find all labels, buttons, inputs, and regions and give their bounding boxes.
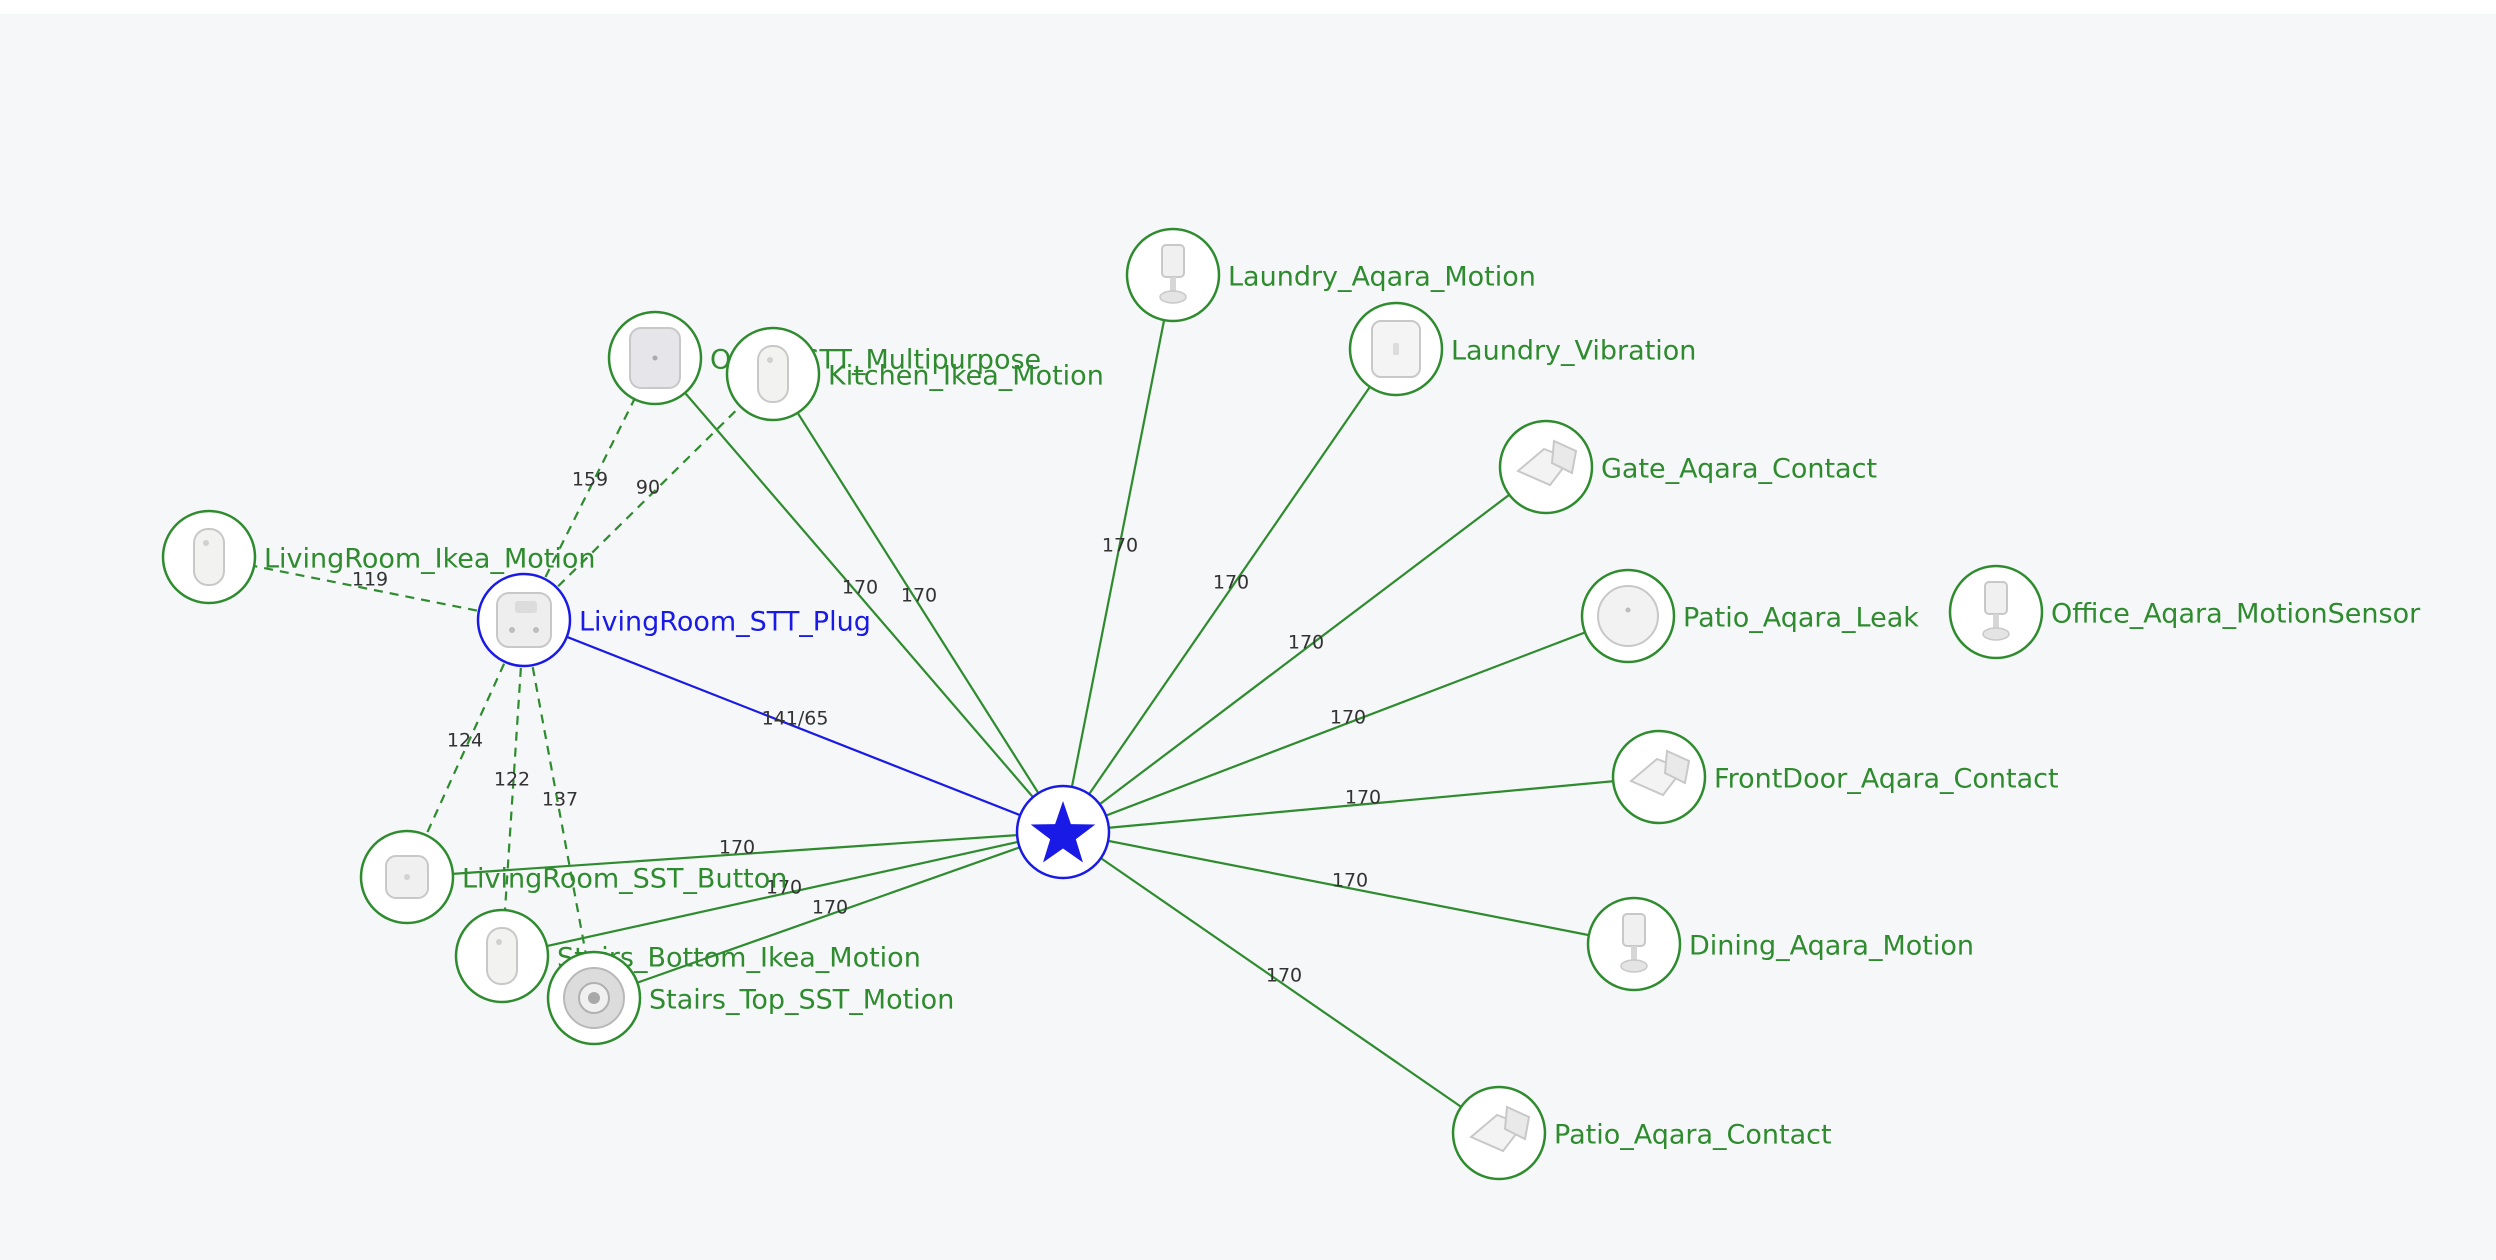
edge-label: 170: [1345, 787, 1381, 809]
smart-plug-icon: [496, 592, 552, 648]
ikea-motion-sensor-icon: [486, 927, 518, 985]
edge-living_room_stt_plug-livingroom_ikea_motion: [208, 555, 525, 622]
vibration-sensor-icon: [1371, 320, 1421, 378]
edge-hub-stairs_top_sst_motion: [593, 830, 1064, 1000]
node-livingroom_ikea_motion[interactable]: LivingRoom_Ikea_Motion: [161, 509, 596, 605]
edge-hub-gate_aqara_contact: [1062, 466, 1547, 833]
node-label: Gate_Aqara_Contact: [1601, 454, 1877, 485]
node-stairs_top_sst_motion[interactable]: Stairs_Top_SST_Motion: [546, 950, 954, 1046]
multipurpose-sensor-icon: [629, 327, 681, 389]
node-label: Laundry_Vibration: [1451, 336, 1696, 367]
edge-hub-patio_aqara_contact: [1062, 831, 1500, 1134]
edge-labels-layer: 141/65 170 170 170 170 170 170 170 170 170 170 170 1…: [352, 469, 1381, 987]
edge-label: 124: [447, 730, 483, 752]
node-label: Kitchen_Ikea_Motion: [828, 361, 1104, 392]
node-label: LivingRoom_Ikea_Motion: [264, 544, 596, 575]
edge-hub-office_stt_multipurpose: [654, 357, 1064, 833]
node-label: Laundry_Aqara_Motion: [1228, 262, 1536, 293]
edge-label: 137: [542, 789, 578, 811]
edge-hub-dining_aqara_motion: [1062, 830, 1635, 946]
edge-label: 170: [812, 897, 848, 919]
map-panel: [0, 14, 2496, 1260]
ikea-motion-sensor-icon: [193, 528, 225, 586]
edge-living_room_stt_plug-stairs_top_sst_motion: [522, 619, 596, 999]
node-frontdoor_aqara_contact[interactable]: FrontDoor_Aqara_Contact: [1611, 729, 2059, 825]
edge-label: 170: [1330, 707, 1366, 729]
edge-hub-livingroom_sst_button: [406, 830, 1064, 879]
aqara-motion-sensor-icon: [1620, 913, 1648, 973]
edge-hub-living_room_stt_plug: [523, 618, 1064, 834]
edge-hub-laundry_aqara_motion: [1061, 274, 1175, 833]
nodes-layer: LivingRoom_STT_PlugOffice_STT_Multipurpo…: [161, 227, 2421, 1181]
edge-label: 170: [901, 585, 937, 607]
edge-hub-stairs_bottom_ikea_motion: [501, 830, 1064, 958]
edge-living_room_stt_plug-stairs_bottom_ikea_motion: [500, 619, 526, 957]
edges-layer: [208, 274, 1660, 1134]
node-laundry_vibration[interactable]: Laundry_Vibration: [1348, 301, 1696, 397]
node-gate_aqara_contact[interactable]: Gate_Aqara_Contact: [1498, 419, 1877, 515]
node-label: Patio_Aqara_Contact: [1554, 1120, 1832, 1151]
node-label: Dining_Aqara_Motion: [1689, 931, 1974, 962]
edge-label: 141/65: [762, 708, 829, 730]
edge-label: 170: [1102, 535, 1138, 557]
contact-sensor-icon: [1516, 439, 1578, 487]
button-icon: [385, 855, 429, 899]
edge-label: 170: [1266, 965, 1302, 987]
edge-label: 170: [842, 577, 878, 599]
node-livingroom_sst_button[interactable]: LivingRoom_SST_Button: [359, 829, 787, 925]
node-laundry_aqara_motion[interactable]: Laundry_Aqara_Motion: [1125, 227, 1536, 323]
node-label: FrontDoor_Aqara_Contact: [1714, 764, 2059, 795]
node-label: Stairs_Top_SST_Motion: [649, 985, 954, 1016]
contact-sensor-icon: [1629, 749, 1691, 797]
node-dining_aqara_motion[interactable]: Dining_Aqara_Motion: [1586, 896, 1974, 992]
node-label: LivingRoom_SST_Button: [462, 864, 787, 895]
node-living_room_stt_plug[interactable]: LivingRoom_STT_Plug: [476, 572, 871, 668]
aqara-motion-sensor-icon: [1982, 581, 2010, 641]
star-icon: [1030, 801, 1096, 863]
aqara-motion-sensor-icon: [1159, 244, 1187, 304]
edge-label: 170: [1288, 632, 1324, 654]
node-stairs_bottom_ikea_motion[interactable]: Stairs_Bottom_Ikea_Motion: [454, 908, 921, 1004]
edge-living_room_stt_plug-office_stt_multipurpose: [523, 357, 656, 621]
edge-label: 159: [572, 469, 608, 491]
leak-sensor-icon: [1597, 585, 1659, 647]
node-kitchen_ikea_motion[interactable]: Kitchen_Ikea_Motion: [725, 326, 1104, 422]
edge-label: 90: [636, 477, 660, 499]
node-label: LivingRoom_STT_Plug: [579, 607, 871, 638]
edge-hub-frontdoor_aqara_contact: [1062, 775, 1660, 834]
contact-sensor-icon: [1469, 1105, 1531, 1153]
sst-motion-sensor-icon: [563, 967, 625, 1029]
node-patio_aqara_leak[interactable]: Patio_Aqara_Leak: [1580, 568, 1919, 664]
edge-label: 119: [352, 569, 388, 591]
node-label: Patio_Aqara_Leak: [1683, 603, 1919, 634]
node-patio_aqara_contact[interactable]: Patio_Aqara_Contact: [1451, 1085, 1832, 1181]
edge-hub-kitchen_ikea_motion: [772, 373, 1064, 833]
hub-node[interactable]: [1015, 784, 1111, 880]
edge-hub-laundry_vibration: [1062, 348, 1397, 833]
ikea-motion-sensor-icon: [757, 345, 789, 403]
edge-hub-patio_aqara_leak: [1062, 614, 1629, 834]
edge-label: 122: [494, 769, 530, 791]
edge-label: 170: [1213, 572, 1249, 594]
edge-label: 170: [719, 837, 755, 859]
edge-living_room_stt_plug-kitchen_ikea_motion: [523, 373, 774, 621]
node-office_aqara_motionsensor[interactable]: Office_Aqara_MotionSensor: [1948, 564, 2421, 660]
node-label: Office_Aqara_MotionSensor: [2051, 599, 2421, 630]
edge-label: 170: [1332, 870, 1368, 892]
edge-label: 170: [766, 877, 802, 899]
